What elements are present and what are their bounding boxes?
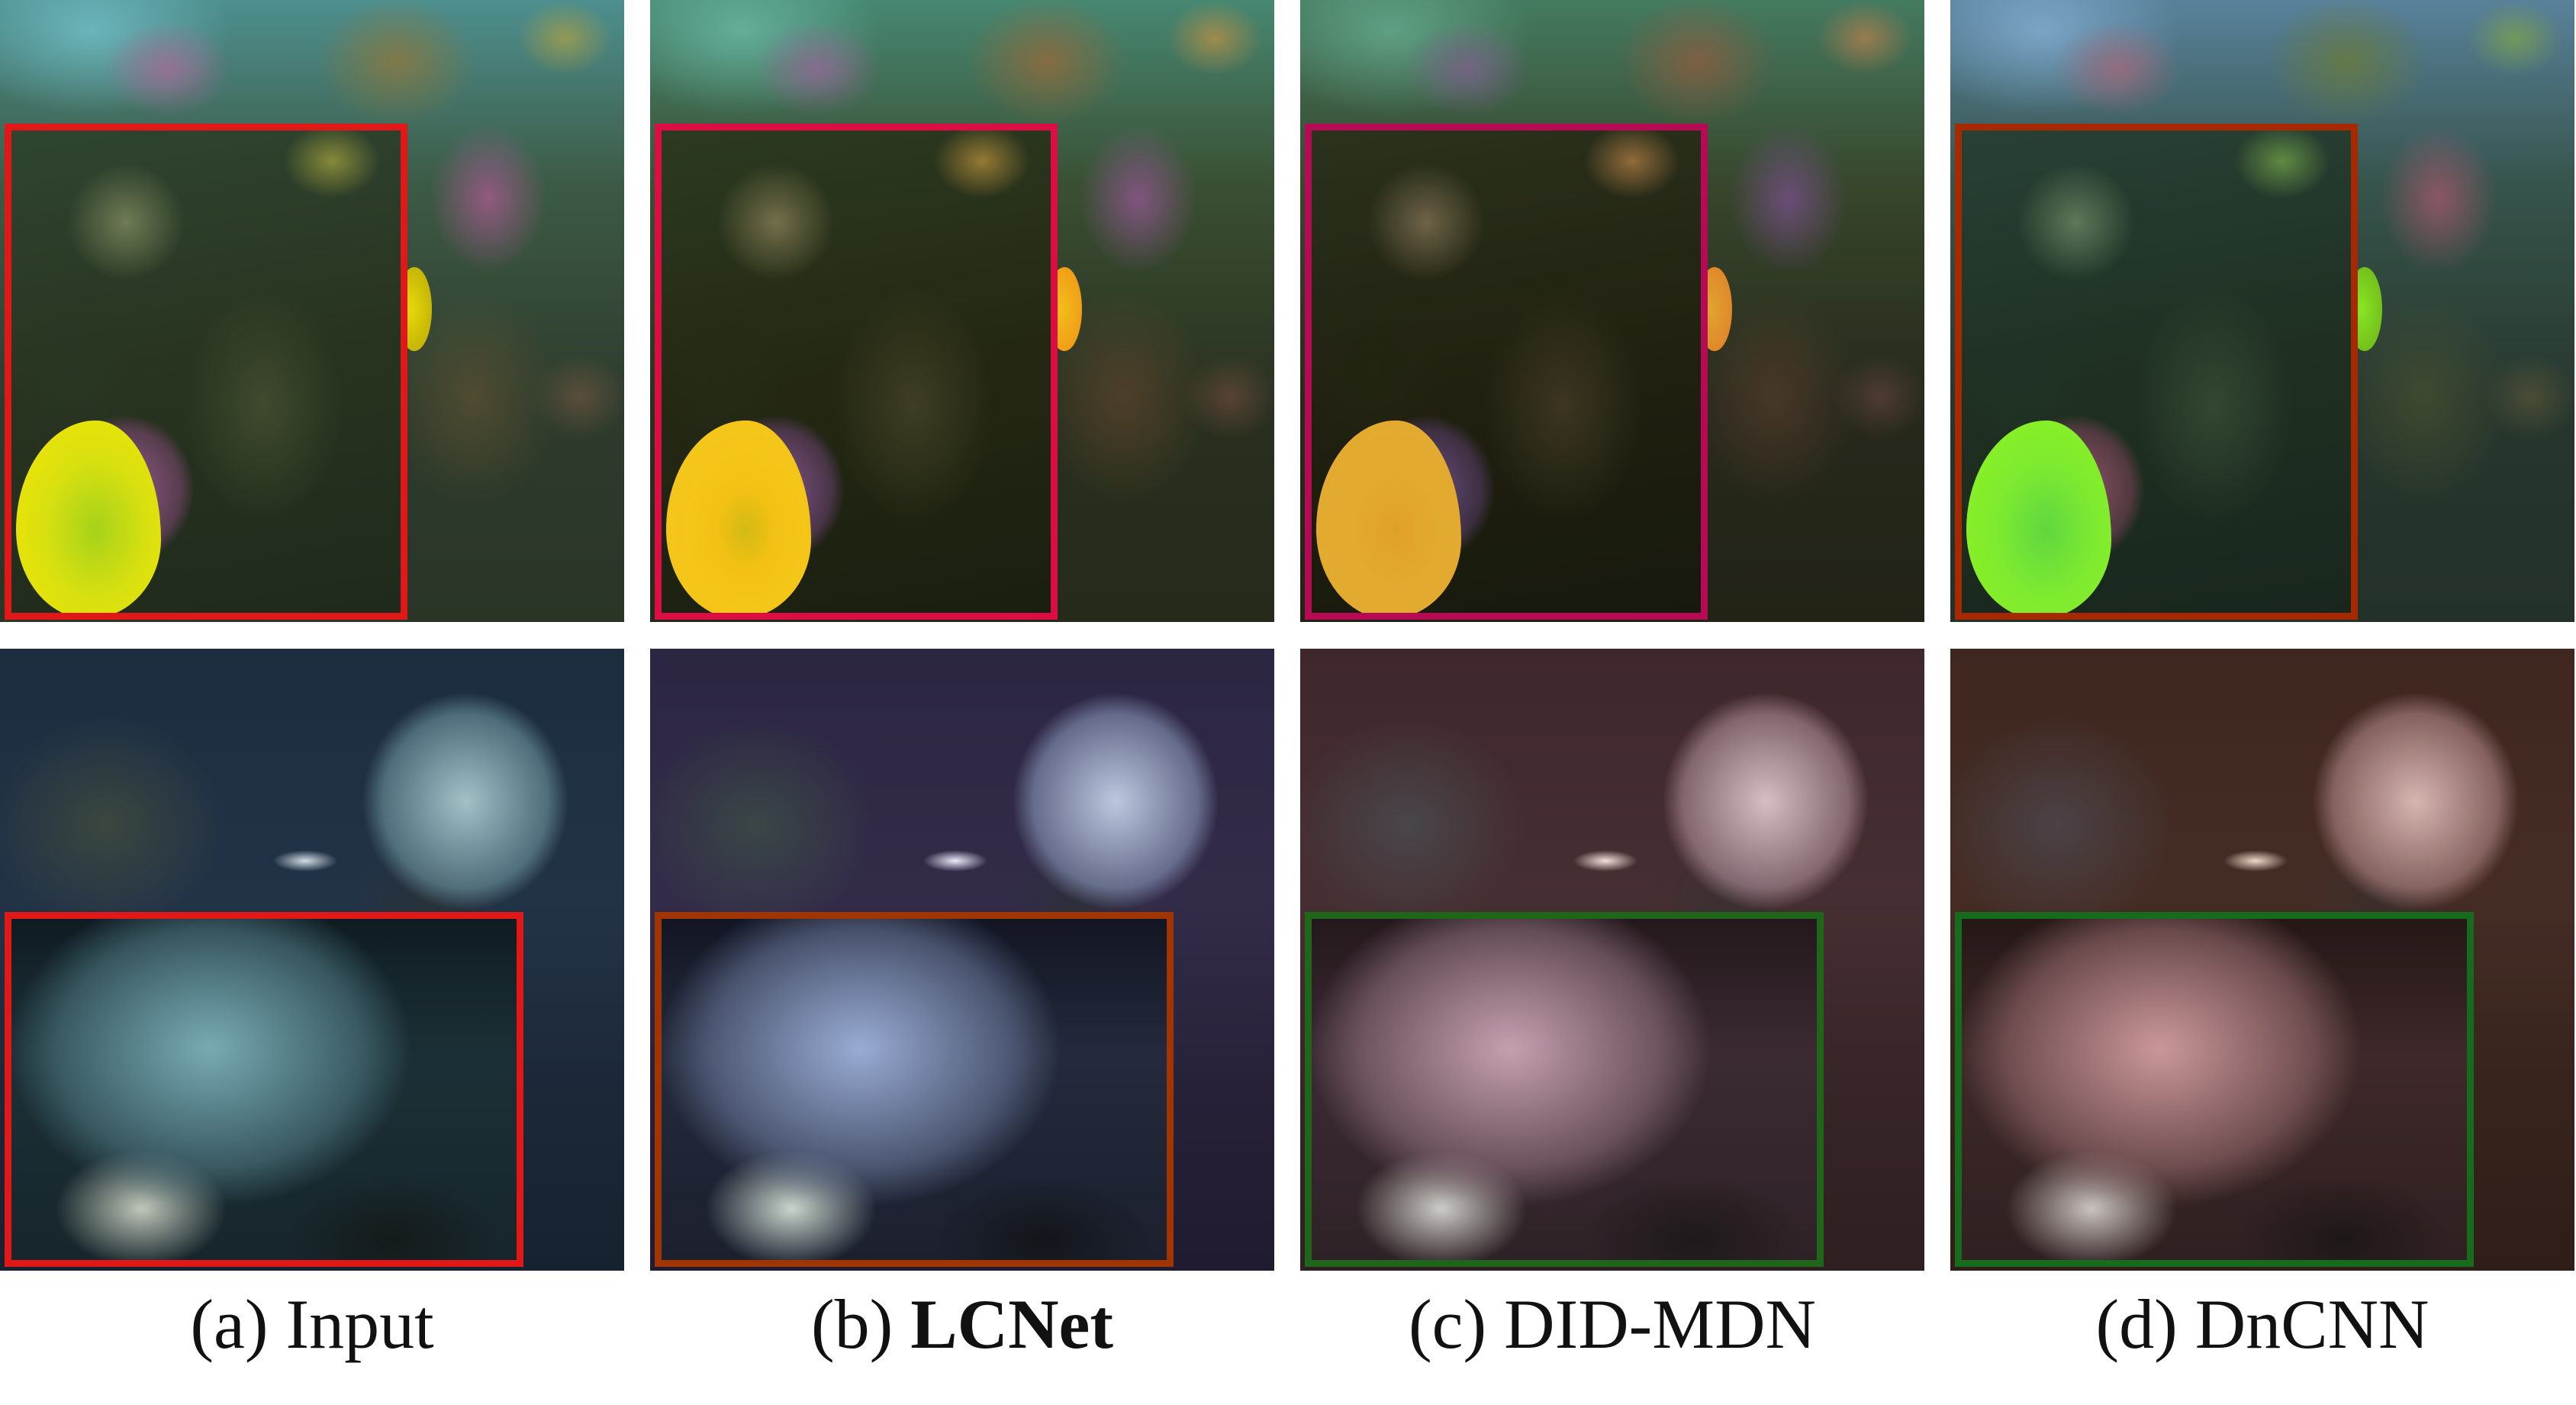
reef-image-did-mdn bbox=[1300, 0, 1924, 622]
caption-prefix: (c) bbox=[1409, 1285, 1487, 1363]
zoom-inset bbox=[5, 912, 523, 1267]
zoom-inset bbox=[655, 912, 1174, 1267]
caption-a: (a) Input bbox=[0, 1282, 624, 1366]
wreck-image-dncnn bbox=[1950, 649, 2574, 1271]
zoom-inset bbox=[1955, 124, 2358, 620]
caption-label: LCNet bbox=[910, 1285, 1113, 1363]
reef-image-input bbox=[0, 0, 624, 622]
zoom-inset bbox=[5, 124, 407, 620]
caption-label: DID-MDN bbox=[1504, 1285, 1816, 1363]
zoom-inset bbox=[655, 124, 1058, 620]
caption-d: (d) DnCNN bbox=[1950, 1282, 2574, 1366]
caption-prefix: (a) bbox=[190, 1285, 269, 1363]
caption-label: DnCNN bbox=[2194, 1285, 2429, 1363]
zoom-inset bbox=[1305, 912, 1824, 1267]
caption-b: (b) LCNet bbox=[650, 1282, 1274, 1366]
wreck-image-input bbox=[0, 649, 624, 1271]
caption-c: (c) DID-MDN bbox=[1300, 1282, 1924, 1366]
wreck-image-did-mdn bbox=[1300, 649, 1924, 1271]
yellow-fish bbox=[666, 421, 811, 613]
reef-image-dncnn bbox=[1950, 0, 2574, 622]
wreck-image-lcnet bbox=[650, 649, 1274, 1271]
caption-prefix: (b) bbox=[811, 1285, 894, 1363]
zoom-inset bbox=[1955, 912, 2474, 1267]
caption-label: Input bbox=[285, 1285, 434, 1363]
zoom-inset bbox=[1305, 124, 1708, 620]
yellow-fish bbox=[16, 421, 161, 613]
caption-prefix: (d) bbox=[2095, 1285, 2178, 1363]
yellow-fish bbox=[1966, 421, 2111, 613]
reef-image-lcnet bbox=[650, 0, 1274, 622]
yellow-fish bbox=[1316, 421, 1461, 613]
